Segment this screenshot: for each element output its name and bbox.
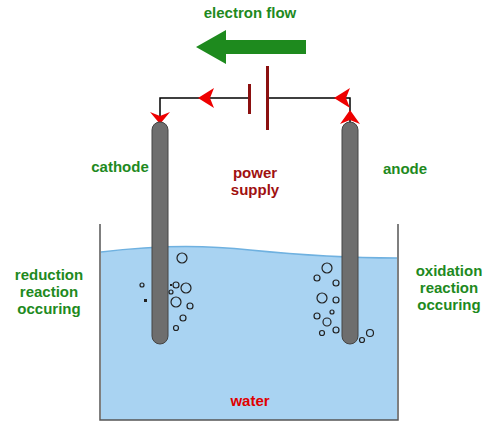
electrode-label: cathode bbox=[75, 158, 165, 175]
electrode-label: anode bbox=[365, 160, 445, 177]
liquid-label: water bbox=[200, 392, 300, 409]
gas-bubbles bbox=[140, 253, 374, 343]
reaction-label: oxidation reaction occuring bbox=[400, 262, 498, 313]
battery-plate-short bbox=[248, 84, 251, 114]
reaction-label: reduction reaction occuring bbox=[2, 266, 96, 317]
power-supply-label: power supply bbox=[215, 164, 295, 198]
electron-flow-arrow bbox=[196, 30, 306, 64]
gas-bubble-dot bbox=[170, 284, 172, 286]
battery-plate-long bbox=[266, 66, 269, 130]
arrow-label: electron flow bbox=[175, 4, 325, 21]
gas-bubble-dot bbox=[144, 299, 147, 302]
cathode-electrode bbox=[152, 122, 168, 344]
current-arrowhead bbox=[334, 88, 350, 108]
circuit-wire bbox=[160, 98, 350, 124]
current-arrowhead bbox=[198, 88, 214, 108]
anode-electrode bbox=[342, 122, 358, 344]
